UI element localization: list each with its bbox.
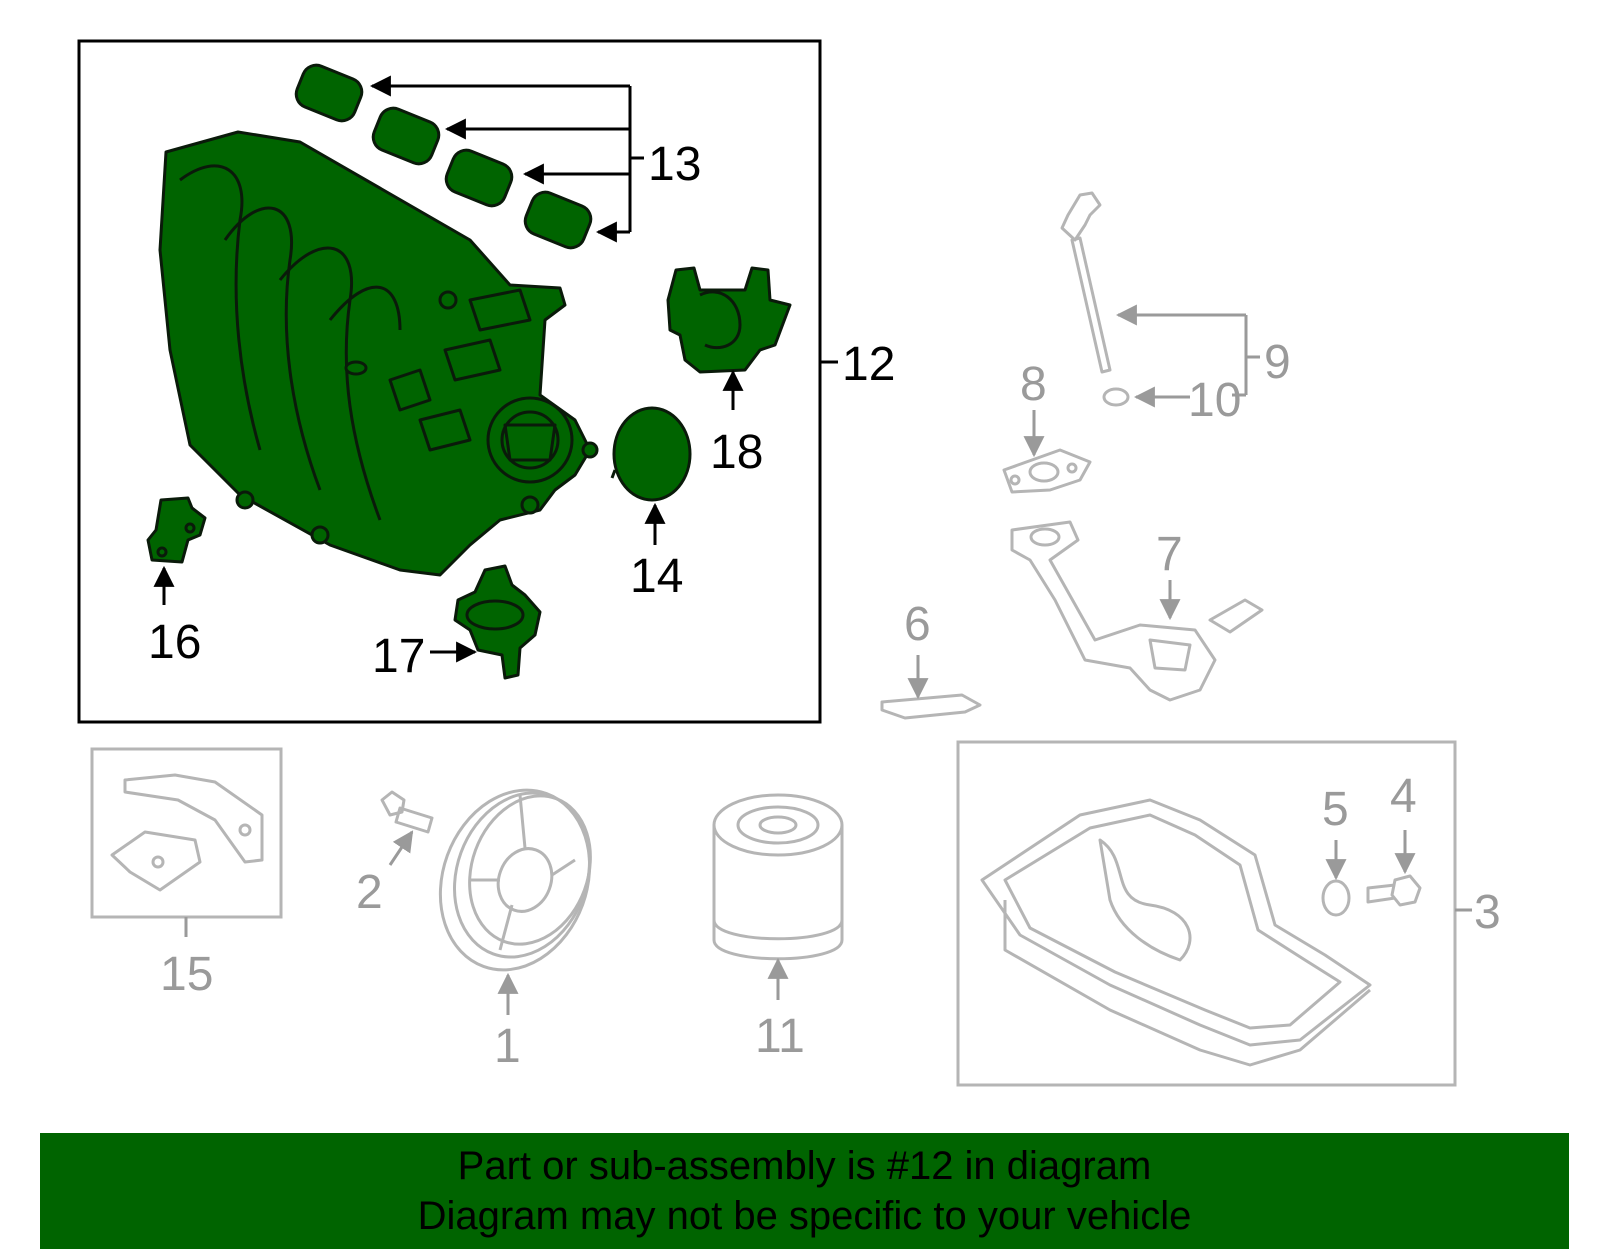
oil-filter-11-part[interactable] [712, 793, 844, 961]
valve-17-part[interactable] [453, 564, 542, 680]
pulley-1-part[interactable] [416, 769, 614, 991]
gaskets-13-part[interactable] [292, 61, 595, 252]
info-banner: Part or sub-assembly is #12 in diagram D… [40, 1133, 1569, 1249]
component-18-part[interactable] [666, 266, 792, 374]
brackets-15-part[interactable] [110, 773, 264, 892]
banner-line-1: Part or sub-assembly is #12 in diagram [457, 1144, 1152, 1188]
callout-15: 15 [160, 948, 213, 1001]
callout-17: 17 [372, 630, 425, 683]
callout-10: 10 [1188, 374, 1241, 427]
baffle-6-part[interactable] [880, 693, 982, 720]
callout-16: 16 [148, 616, 201, 669]
callout-18: 18 [710, 426, 763, 479]
washer-10-part[interactable] [1102, 387, 1130, 407]
callout-14: 14 [630, 550, 683, 603]
bolt-2-part[interactable] [380, 790, 434, 834]
oil-pickup-7-part[interactable] [1010, 520, 1264, 702]
callout-2-leader [388, 830, 414, 866]
callout-2: 2 [356, 866, 383, 919]
gasket-14-part[interactable] [610, 406, 692, 502]
callout-13: 13 [648, 138, 701, 191]
brackets-15-frame [90, 747, 283, 919]
callout-12: 12 [842, 338, 895, 391]
callout-8: 8 [1020, 358, 1047, 411]
callout-7: 7 [1156, 528, 1183, 581]
callout-9: 9 [1264, 336, 1291, 389]
callout-13-leaders [369, 75, 644, 243]
callout-1: 1 [494, 1020, 521, 1073]
callout-11: 11 [755, 1010, 805, 1063]
banner-line-2: Diagram may not be specific to your vehi… [417, 1194, 1192, 1238]
sensor-16-part[interactable] [146, 496, 207, 564]
dipstick-9-part[interactable] [1060, 191, 1112, 374]
oil-pan-3-frame [956, 740, 1457, 1087]
oil-pan-3-part[interactable] [980, 798, 1372, 1067]
callout-3: 3 [1474, 886, 1501, 939]
callout-5: 5 [1322, 783, 1349, 836]
drain-plug-4-part[interactable] [1366, 874, 1422, 907]
callout-9-10-leaders [1115, 304, 1260, 408]
callout-6: 6 [904, 598, 931, 651]
gasket-8-part[interactable] [1002, 448, 1092, 494]
callout-4: 4 [1390, 770, 1417, 823]
intake-manifold-part[interactable] [158, 130, 599, 577]
washer-5-part[interactable] [1321, 879, 1351, 917]
